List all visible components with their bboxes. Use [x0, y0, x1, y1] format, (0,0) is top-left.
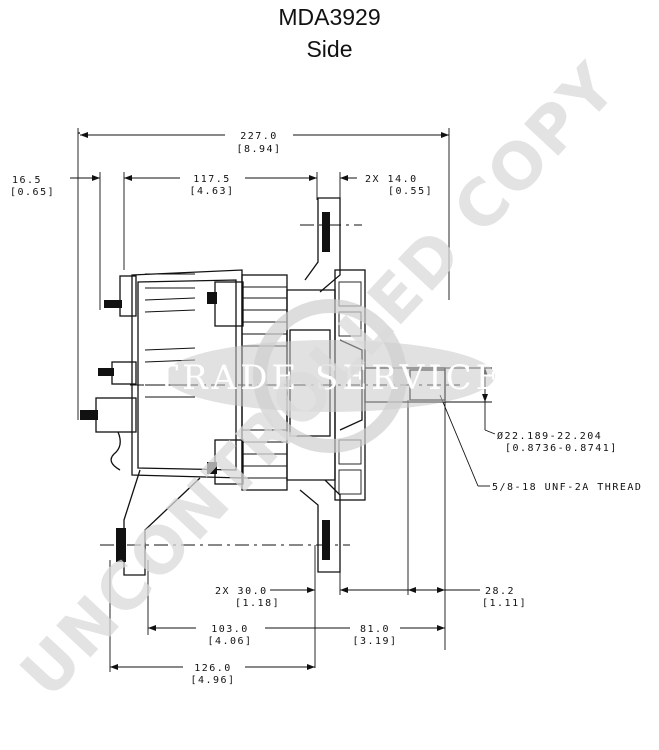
view-label: Side — [306, 36, 353, 62]
dim-left-offset: 16.5 — [12, 175, 42, 186]
dim-mount-spacing-in: [1.18] — [235, 598, 280, 609]
dim-left-offset-in: [0.65] — [10, 187, 55, 198]
dim-overall-in: [8.94] — [236, 144, 281, 155]
dim-body-in: [4.63] — [189, 186, 234, 197]
dim-shaft-dia: Ø22.189-22.204 — [497, 430, 602, 442]
dim-mount-a: 103.0 — [211, 624, 249, 635]
dim-shaft-len-in: [1.11] — [482, 598, 527, 609]
uncontrolled-copy-watermark: UNCONTROLLED COPY — [7, 49, 632, 712]
dim-mount-spacing: 2X 30.0 — [215, 586, 268, 597]
dim-mount-b-in: [3.19] — [352, 636, 397, 647]
dim-mount-a-in: [4.06] — [207, 636, 252, 647]
part-number-title: MDA3929 — [278, 4, 381, 30]
logo-text: TRADE SERVICE — [155, 358, 504, 398]
dimension-lines — [70, 128, 496, 672]
trade-service-logo: TRADE SERVICE — [155, 299, 504, 453]
dim-flange-in: [0.55] — [388, 186, 433, 197]
dim-mount-c-in: [4.96] — [190, 675, 235, 686]
dim-overall: 227.0 — [240, 131, 278, 142]
dim-thread: 5/8-18 UNF-2A THREAD — [492, 482, 642, 493]
dim-mount-c: 126.0 — [194, 663, 232, 674]
dim-mount-b: 81.0 — [360, 624, 390, 635]
dim-flange: 2X 14.0 — [365, 174, 418, 185]
dim-body: 117.5 — [193, 174, 231, 185]
dim-shaft-dia-in: [0.8736-0.8741] — [505, 443, 618, 454]
dimension-labels: 227.0 [8.94] 16.5 [0.65] 117.5 [4.63] 2X… — [10, 131, 642, 686]
dim-shaft-len: 28.2 — [485, 586, 515, 597]
